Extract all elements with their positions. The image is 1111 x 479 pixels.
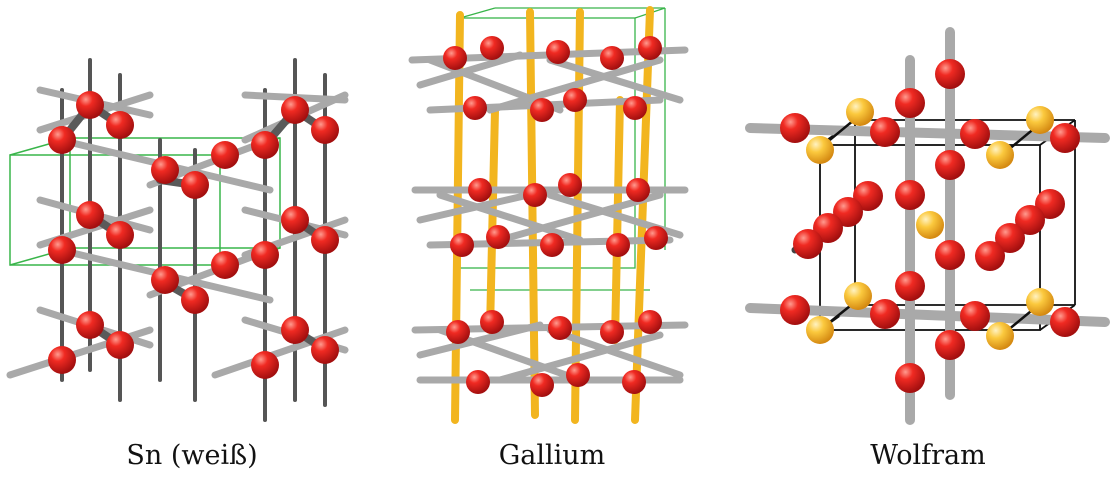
wolfram-yellow-atoms xyxy=(806,98,1054,350)
panel-gallium xyxy=(400,0,700,430)
gallium-atoms xyxy=(443,36,668,397)
caption-sn-white: Sn (weiß) xyxy=(126,440,258,471)
panel-wolfram xyxy=(740,0,1111,430)
wolfram-red-atoms xyxy=(780,59,1080,393)
gallium-yellow-bonds xyxy=(451,6,654,424)
wolfram-structure-diagram xyxy=(745,27,1110,425)
sn-atoms xyxy=(48,91,339,379)
panel-sn-white xyxy=(0,0,360,430)
caption-wolfram: Wolfram xyxy=(870,440,986,471)
gallium-structure-diagram xyxy=(408,6,689,424)
sn-structure-diagram xyxy=(6,58,349,422)
caption-gallium: Gallium xyxy=(498,440,606,471)
